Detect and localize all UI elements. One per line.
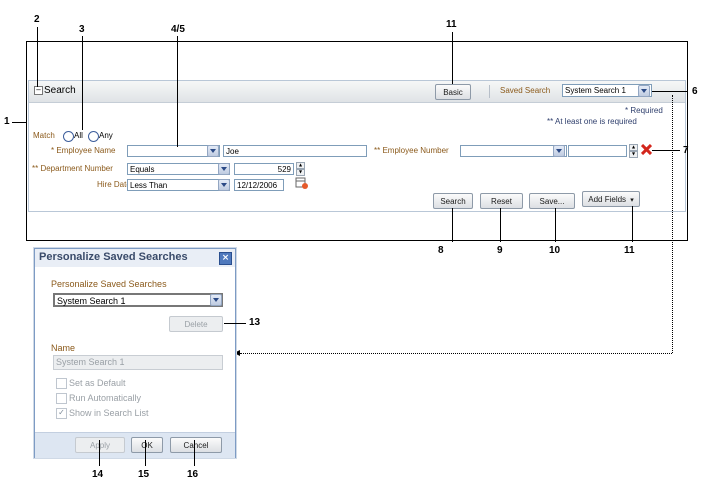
collapse-icon[interactable]: − [34,86,43,95]
remove-field-icon[interactable] [641,144,652,155]
leader-15 [145,440,146,466]
leader-2 [37,27,38,87]
employee-number-operator[interactable] [460,145,567,157]
callout-11-bottom: 11 [624,245,635,256]
leader-11-top [452,32,453,84]
connector-arrowhead [234,350,240,356]
leader-16 [194,440,195,466]
employee-name-operator-dropdown-icon[interactable] [207,145,219,157]
at-least-one-note: ** At least one is required [547,117,637,126]
callout-9: 9 [497,245,503,256]
callout-10: 10 [549,245,561,256]
leader-13 [224,323,246,324]
match-label: Match [33,131,55,140]
match-any-label: Any [99,131,113,140]
callout-7: 7 [683,145,689,156]
callout-2: 2 [34,14,40,25]
dialog-titlebar: Personalize Saved Searches × [35,249,235,267]
hire-date-operator-dropdown-icon[interactable] [218,179,230,191]
delete-button[interactable]: Delete [169,316,223,332]
saved-search-list-select[interactable]: System Search 1 [53,293,223,307]
outer-frame [26,41,688,241]
employee-number-operator-dropdown-icon[interactable] [553,145,565,157]
callout-13: 13 [249,317,261,328]
set-default-label: Set as Default [69,378,126,388]
dialog-footer: Apply OK Cancel [35,432,235,458]
save-button[interactable]: Save... [529,193,575,209]
dialog-section-label: Personalize Saved Searches [51,279,167,289]
employee-name-label: * Employee Name [51,146,116,155]
leader-7 [652,150,680,151]
search-panel: − Search Basic Saved Search System Searc… [28,80,686,212]
department-number-input[interactable]: 529 [234,163,294,175]
hire-date-input[interactable]: 12/12/2006 [234,179,284,191]
basic-button[interactable]: Basic [435,84,471,100]
add-fields-label: Add Fields [588,195,627,204]
hire-date-label: Hire Date [97,180,131,189]
callout-45: 4/5 [171,24,185,35]
callout-15: 15 [138,469,150,480]
callout-14: 14 [92,469,104,480]
callout-16: 16 [187,469,199,480]
match-all-label: All [74,131,83,140]
callout-3: 3 [79,24,85,35]
employee-number-spinner[interactable]: ▲▼ [629,144,638,158]
set-default-checkbox[interactable] [56,378,67,389]
close-icon[interactable]: × [219,252,232,265]
match-any-radio[interactable] [88,131,99,142]
match-all-radio[interactable] [63,131,74,142]
ok-button[interactable]: OK [131,437,163,453]
connector-vertical [672,95,673,353]
search-button[interactable]: Search [433,193,473,209]
employee-name-input[interactable]: Joe [223,145,367,157]
leader-14 [99,440,100,466]
leader-1 [12,122,26,123]
chevron-down-icon: ▾ [628,197,634,204]
hire-date-operator[interactable]: Less Than [127,179,230,191]
saved-search-label: Saved Search [500,86,551,95]
callout-1: 1 [4,116,10,127]
header-divider [489,85,490,98]
run-automatically-checkbox[interactable] [56,393,67,404]
personalize-dialog: Personalize Saved Searches × Personalize… [34,248,236,458]
search-panel-header: − Search Basic Saved Search System Searc… [29,81,685,103]
leader-11-bottom [632,206,633,242]
name-label: Name [51,343,76,353]
leader-10 [555,208,556,242]
show-in-list-checkbox[interactable]: ✓ [56,408,67,419]
calendar-icon[interactable] [295,177,309,190]
name-input[interactable]: System Search 1 [53,355,223,370]
saved-search-select[interactable]: System Search 1 [562,84,652,97]
callout-11-top: 11 [446,19,457,30]
required-note: * Required [625,106,663,115]
department-number-spinner[interactable]: ▲▼ [296,162,305,176]
search-panel-title: Search [44,85,76,96]
leader-9 [500,208,501,242]
cancel-button[interactable]: Cancel [170,437,222,453]
connector-horizontal [240,353,672,354]
callout-8: 8 [438,245,444,256]
run-automatically-label: Run Automatically [69,393,142,403]
department-number-label: ** Department Number [32,164,113,173]
employee-name-operator[interactable] [127,145,220,157]
dialog-title: Personalize Saved Searches [39,251,188,263]
department-number-operator[interactable]: Equals [127,163,230,175]
department-number-operator-dropdown-icon[interactable] [218,163,230,175]
department-number-value: 529 [277,165,291,174]
apply-button[interactable]: Apply [75,437,125,453]
leader-8 [452,208,453,242]
employee-number-label: ** Employee Number [374,146,449,155]
leader-45 [177,36,178,147]
callout-6: 6 [692,86,698,97]
leader-6 [652,91,688,92]
reset-button[interactable]: Reset [480,193,523,209]
show-in-list-label: Show in Search List [69,408,149,418]
add-fields-button[interactable]: Add Fields ▾ [582,191,640,207]
leader-3 [82,36,83,130]
saved-search-list-dropdown-icon[interactable] [210,294,222,306]
employee-number-input[interactable] [568,145,627,157]
saved-search-dropdown-icon[interactable] [638,85,650,97]
